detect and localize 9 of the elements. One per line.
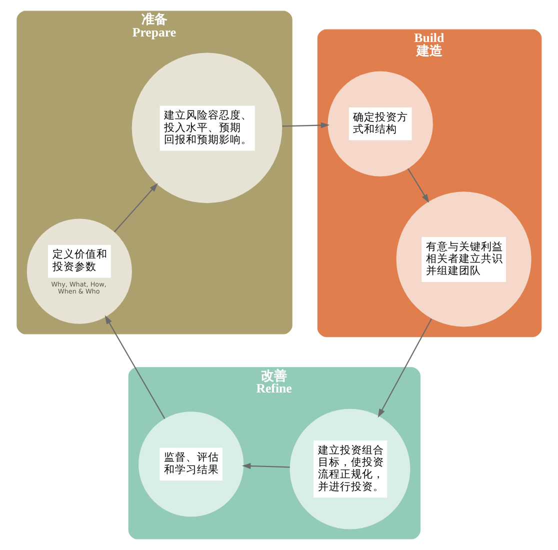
arrow [282, 122, 330, 128]
arrow [104, 315, 166, 419]
arrow [408, 168, 430, 203]
arrow [242, 462, 290, 470]
arrow [114, 183, 158, 232]
node-circle: 监督、评估和学习结果 [138, 412, 244, 517]
arrow [378, 318, 432, 418]
node-circle: 建立风险容忍度、投入水平、预期回报和预期影响。 [132, 52, 282, 204]
node-circle: 确定投资方式和结构 [328, 71, 433, 176]
